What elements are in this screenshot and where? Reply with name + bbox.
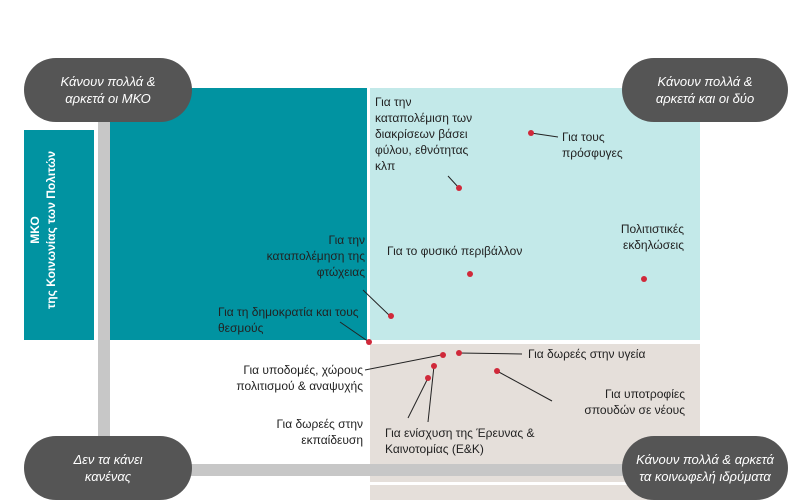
leader-line-health [458,352,523,355]
dot-democracy [366,339,372,345]
label-health: Για δωρεές στην υγεία [528,347,646,361]
corner-pill-ngo: Κάνουν πολλά & αρκετά οι ΜΚΟ [24,58,192,122]
leader-line-infrastructure [364,354,442,371]
foundations-region-lower [370,485,700,500]
label-poverty: Για την καταπολέμηση της φτώχειας [266,233,365,279]
dot-environment [467,271,473,277]
leader-line-scholarships [496,370,553,402]
label-democracy: Για τη δημοκρατία και τους θεσμούς [218,305,359,335]
dot-scholarships [494,368,500,374]
dot-education [425,375,431,381]
leader-line-research [427,365,435,423]
label-infrastructure: Για υποδομές, χώρους πολιτισμού & αναψυχ… [236,363,363,393]
corner-pill-foundations: Κάνουν πολλά & αρκετά τα κοινωφελή ιδρύμ… [622,436,788,500]
both-region [370,88,700,340]
corner-pill-none-text: Δεν τα κάνει κανένας [73,452,143,484]
ngo-axis-strip [24,130,94,340]
dot-poverty [388,313,394,319]
corner-pill-both: Κάνουν πολλά & αρκετά και οι δύο [622,58,788,122]
leader-line-democracy [339,321,370,343]
label-refugees: Για τους πρόσφυγες [562,130,623,160]
label-research: Για ενίσχυση της Έρευνας & Καινοτομίας (… [385,426,535,456]
dot-infrastructure [440,352,446,358]
label-education: Για δωρεές στην εκπαίδευση [276,417,363,447]
leader-line-poverty [362,289,391,317]
label-scholarships: Για υποτροφίες σπουδών σε νέους [584,387,685,417]
label-environment: Για το φυσικό περιβάλλον [387,244,523,258]
label-culture: Πολιτιστικές εκδηλώσεις [620,222,684,252]
dot-discrimination [456,185,462,191]
corner-pill-both-text: Κάνουν πολλά & αρκετά και οι δύο [655,74,755,106]
horizontal-axis-bar [160,464,660,476]
ngo-region [110,88,367,340]
corner-pill-ngo-text: Κάνουν πολλά & αρκετά οι ΜΚΟ [60,74,156,106]
dot-health [456,350,462,356]
dot-refugees [528,130,534,136]
leader-line-education [407,377,429,419]
dot-research [431,363,437,369]
dot-culture [641,276,647,282]
vertical-axis-bar [98,112,110,450]
label-discrimination: Για την καταπολέμιση των διακρίσεων βάσε… [375,95,473,173]
leader-line-refugees [530,132,559,138]
corner-pill-none: Δεν τα κάνει κανένας [24,436,192,500]
corner-pill-foundations-text: Κάνουν πολλά & αρκετά τα κοινωφελή ιδρύμ… [636,452,774,484]
